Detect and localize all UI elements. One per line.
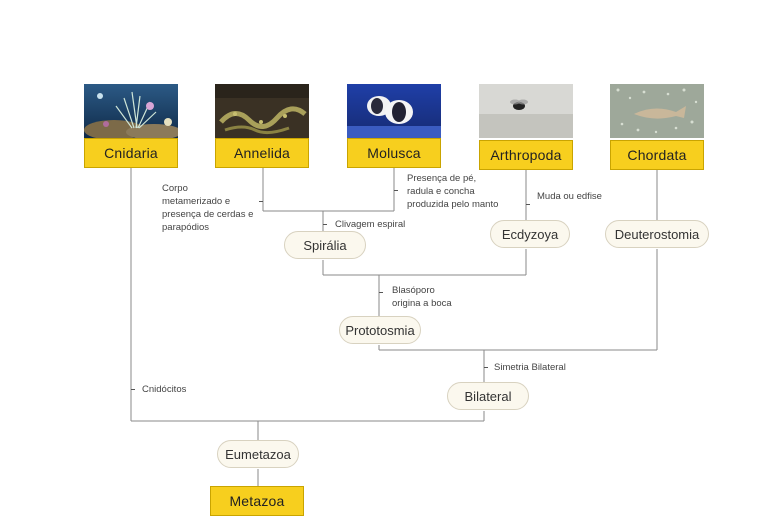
fish-photo [610,84,704,138]
clade-prototosmia: Prototosmia [339,316,421,344]
clade-deuterostomia: Deuterostomia [605,220,709,248]
fly-photo [479,84,573,138]
note-molusca-trait: Presença de pé, radula e concha produzid… [407,173,499,210]
clade-metazoa: Metazoa [210,486,304,516]
tick-molusca [394,190,398,191]
note-cnidocytes: Cnidócitos [142,384,187,395]
clade-spiralia: Spirália [284,231,366,259]
tick-bilateral [484,367,488,368]
taxon-molusca: Molusca [347,138,441,168]
coral-reef-photo [84,84,178,138]
taxon-arthropoda: Arthropoda [479,140,573,170]
clade-bilateral: Bilateral [447,382,529,410]
note-molt: Muda ou edfise [537,191,602,202]
clade-eumetazoa: Eumetazoa [217,440,299,468]
tick-molt [526,204,530,205]
mollusc-photo [347,84,441,138]
taxon-annelida: Annelida [215,138,309,168]
tick-spiral [323,224,327,225]
tick-blastopore [379,292,383,293]
tick-cnidocytes [131,389,135,390]
taxon-cnidaria: Cnidaria [84,138,178,168]
note-bilateral-symmetry: Simetria Bilateral [494,362,566,373]
note-spiral: Clivagem espiral [335,219,406,230]
taxon-chordata: Chordata [610,140,704,170]
note-annelida-trait: Corpo metamerizado e presença de cerdas … [162,183,254,233]
tick-annelida [259,201,263,202]
note-blastopore: Blasóporo origina a boca [392,285,452,309]
annelid-worm-photo [215,84,309,138]
clade-ecdyzoya: Ecdyzoya [490,220,570,248]
